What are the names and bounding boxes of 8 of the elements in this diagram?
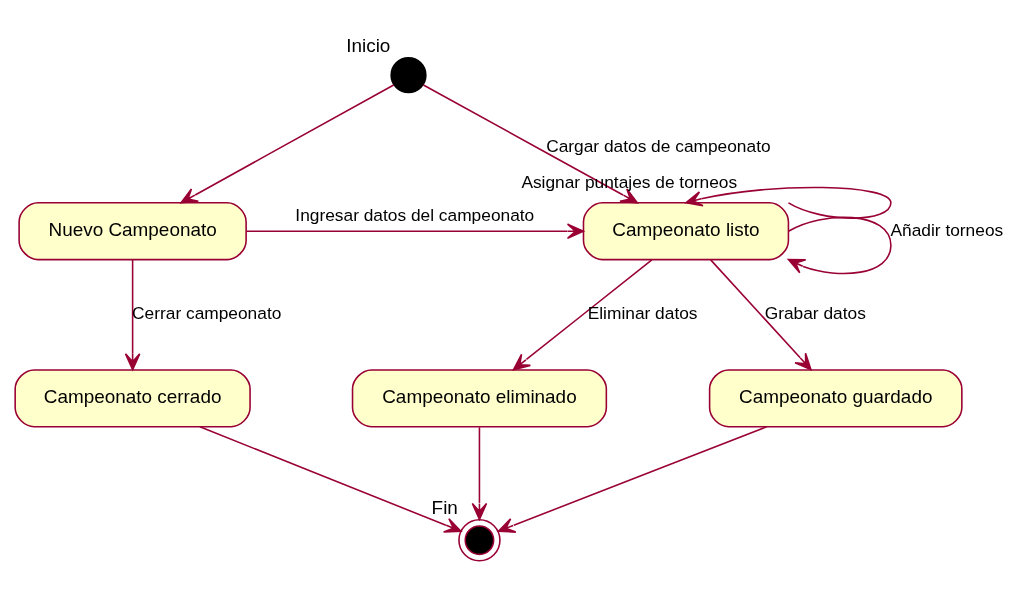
node-label: Fin [431, 497, 458, 519]
edge-label: Ingresar datos del campeonato [295, 205, 535, 226]
edge-label: Cerrar campeonato [132, 303, 282, 324]
edge-label: Eliminar datos [587, 303, 698, 324]
node-label: Inicio [346, 35, 391, 57]
edge-label: Añadir torneos [890, 219, 1004, 240]
edge-label: Cargar datos de campeonato [546, 136, 771, 157]
edge-label: Grabar datos [764, 303, 866, 324]
